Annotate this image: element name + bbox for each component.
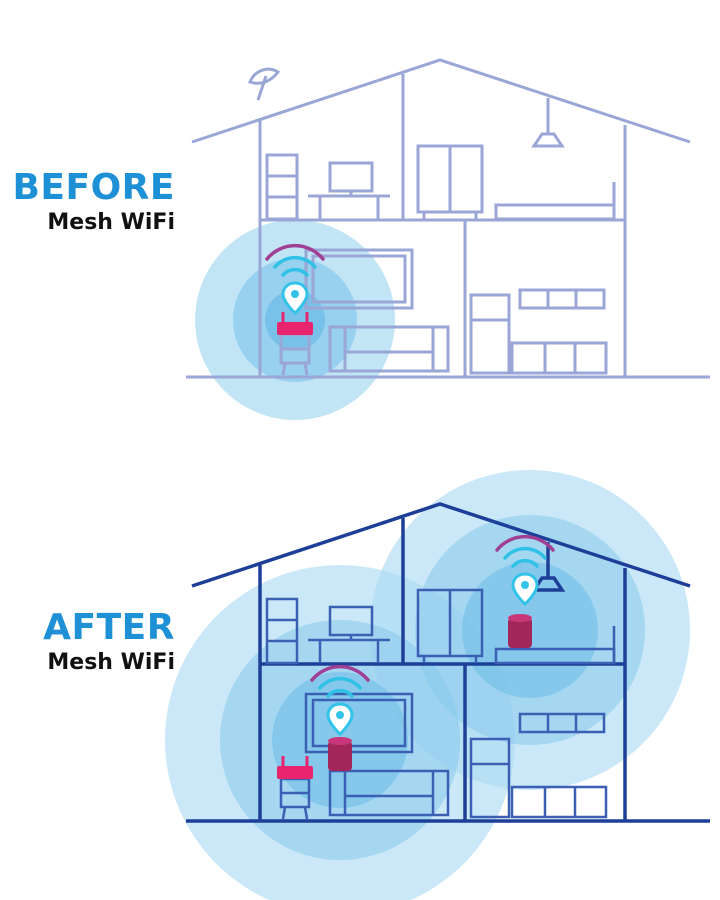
before-router: [277, 312, 313, 335]
after-title: AFTER: [43, 607, 175, 648]
before-label: BEFORE Mesh WiFi: [0, 170, 175, 234]
after-subtitle: Mesh WiFi: [47, 650, 175, 675]
after-coverage: [165, 470, 690, 900]
after-mesh-node-bedroom: [508, 614, 532, 648]
before-title: BEFORE: [12, 167, 175, 208]
after-router: [277, 756, 313, 779]
after-mesh-node-living-room: [328, 737, 352, 771]
after-house: [165, 470, 710, 900]
before-subtitle: Mesh WiFi: [47, 210, 175, 235]
after-label: AFTER Mesh WiFi: [0, 610, 175, 674]
before-house: [186, 58, 710, 420]
